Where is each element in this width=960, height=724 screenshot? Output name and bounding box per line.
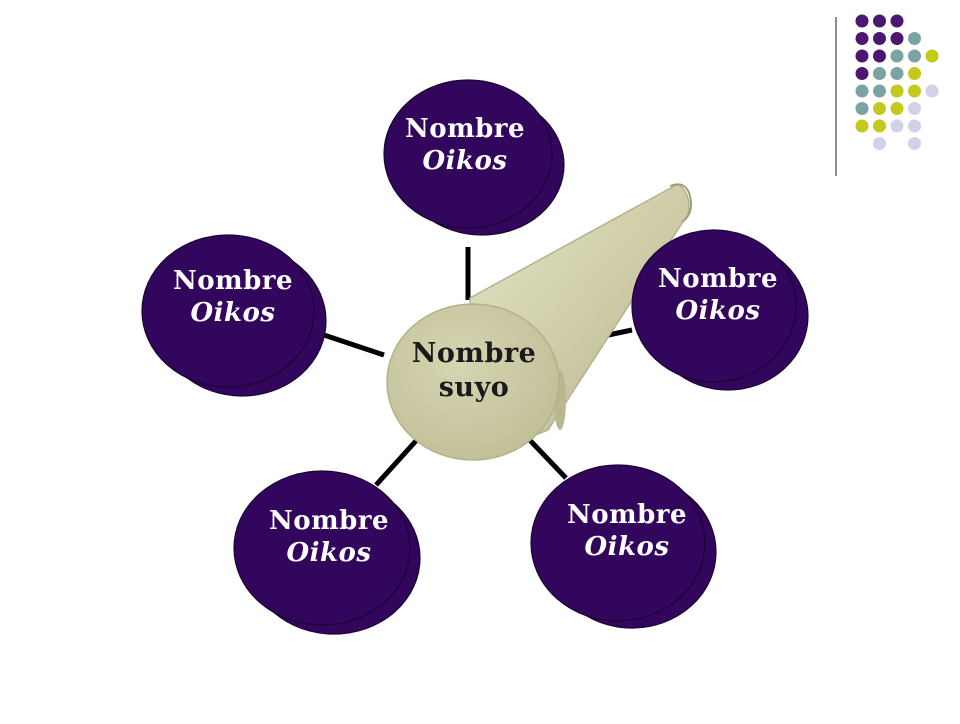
node-label-right: Nombre Oikos — [643, 263, 793, 327]
node-left — [141, 234, 327, 397]
center-node — [386, 303, 560, 461]
decorative-dot — [855, 67, 869, 80]
decorative-dot — [925, 84, 939, 98]
node-top-oikos: Oikos — [422, 146, 508, 176]
node-bottom-right-name: Nombre — [566, 500, 688, 530]
node-left-name: Nombre — [172, 266, 294, 296]
node-top-name: Nombre — [404, 114, 526, 144]
decorative-dot — [908, 137, 921, 150]
decorative-dot — [855, 102, 869, 115]
cylinder-end — [669, 183, 692, 223]
decorative-dot — [890, 102, 904, 115]
node-label-top: Nombre Oikos — [390, 113, 540, 177]
decorative-dot — [890, 84, 904, 98]
node-left-oikos: Oikos — [190, 298, 276, 328]
decorative-dot — [908, 67, 921, 80]
decorative-dot — [873, 67, 886, 80]
node-right — [631, 229, 809, 391]
decorative-dot — [908, 32, 921, 45]
node-bottom-left-name: Nombre — [268, 506, 390, 536]
decorative-dot — [855, 32, 869, 45]
center-label-line2: suyo — [438, 372, 510, 403]
node-right-oikos: Oikos — [675, 296, 761, 326]
decorative-dot — [908, 102, 921, 115]
decorative-dot — [890, 14, 904, 28]
decorative-dot — [908, 119, 921, 133]
decorative-dot — [873, 84, 886, 98]
spoke-left — [320, 331, 385, 358]
decorative-dot-grid — [855, 14, 939, 150]
decorative-dot — [890, 32, 904, 45]
node-label-left: Nombre Oikos — [158, 265, 308, 329]
node-bottom-right-oikos: Oikos — [584, 532, 670, 562]
node-label-bottom-left: Nombre Oikos — [254, 505, 404, 569]
decorative-dot — [890, 67, 904, 80]
decorative-dot — [925, 49, 939, 63]
node-right-name: Nombre — [657, 264, 779, 294]
decorative-dot — [855, 14, 869, 28]
decorative-dot — [873, 14, 886, 28]
node-top — [383, 79, 565, 236]
center-label: Nombre suyo — [399, 337, 549, 405]
decorative-dot — [908, 84, 921, 98]
decorative-dot — [873, 49, 886, 63]
decorative-dot — [873, 119, 886, 133]
node-bottom-left-oikos: Oikos — [286, 538, 372, 568]
decorative-dot — [855, 49, 869, 63]
decorative-dot — [873, 137, 886, 150]
node-label-bottom-right: Nombre Oikos — [552, 499, 702, 563]
decorative-dot — [855, 84, 869, 98]
decorative-dot — [908, 49, 921, 63]
node-bottom-left — [233, 470, 421, 635]
decorative-dot — [873, 102, 886, 115]
decorative-dot — [873, 32, 886, 45]
decorative-dot — [890, 49, 904, 63]
center-label-line1: Nombre — [411, 338, 537, 369]
node-bottom-right — [530, 464, 717, 629]
decorative-dot — [890, 119, 904, 133]
decorative-dot — [855, 119, 869, 133]
